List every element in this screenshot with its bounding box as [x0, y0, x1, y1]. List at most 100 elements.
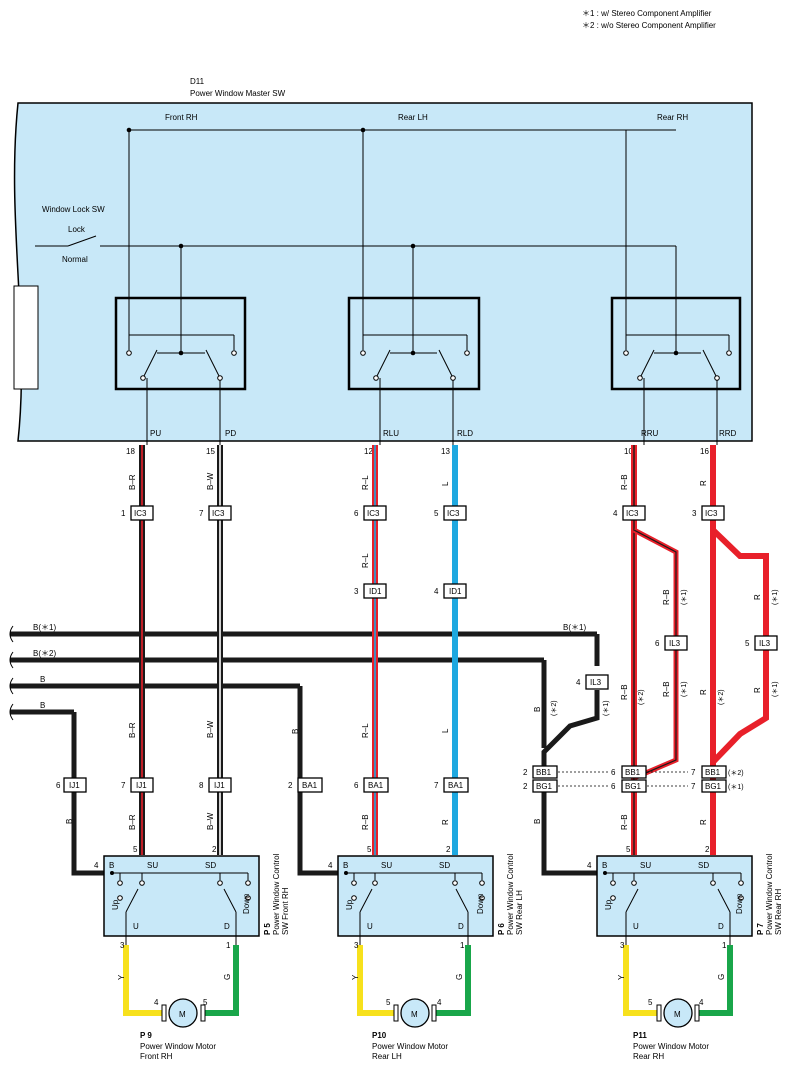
svg-text:4: 4 [154, 998, 159, 1007]
control-switch-contacts [117, 880, 744, 901]
ground-label-right: B(＊1) [563, 623, 586, 632]
svg-text:Rear LH: Rear LH [372, 1052, 402, 1061]
svg-text:B–R: B–R [128, 474, 137, 490]
svg-text:4: 4 [699, 998, 704, 1007]
ground-label-2: B(＊2) [33, 649, 56, 658]
svg-text:R: R [699, 480, 708, 486]
section-rear-lh: Rear LH [398, 113, 428, 122]
term-rru: RRU [641, 429, 659, 438]
lower-connectors [63, 765, 727, 793]
svg-text:(＊1): (＊1) [603, 700, 610, 716]
svg-text:Y: Y [117, 974, 126, 980]
ic3-connectors [130, 505, 725, 521]
svg-text:2: 2 [523, 782, 528, 791]
window-lock-label: Window Lock SW [42, 205, 105, 214]
svg-text:(＊2): (＊2) [718, 689, 725, 705]
svg-text:Up: Up [111, 899, 120, 910]
svg-text:R–L: R–L [361, 723, 370, 738]
svg-text:B: B [291, 729, 300, 734]
master-switch-panel [13, 102, 753, 442]
svg-text:B: B [602, 861, 607, 870]
pin-rlu: 12 [364, 447, 373, 456]
svg-text:SD: SD [698, 861, 709, 870]
il3-a-name: IL3 [590, 678, 602, 687]
svg-text:R–B: R–B [620, 684, 629, 700]
control-switch-wiring [112, 872, 742, 945]
ba1-c-pin: 7 [434, 781, 439, 790]
svg-text:4: 4 [437, 998, 442, 1007]
svg-text:Down: Down [476, 894, 485, 914]
svg-text:(＊2): (＊2) [638, 689, 645, 705]
svg-text:2: 2 [523, 768, 528, 777]
wire-color-labels: B–R B–W R–L L R–B R R–L L R–L B–R B–W B–… [65, 472, 779, 980]
svg-text:2: 2 [446, 845, 451, 854]
svg-text:R–B: R–B [662, 589, 671, 605]
svg-text:4: 4 [328, 861, 333, 870]
svg-text:D: D [458, 922, 464, 931]
bg1-left: BG1 [536, 782, 553, 791]
ba1-a-name: BA1 [302, 781, 318, 790]
il3-c-pin: 5 [745, 639, 750, 648]
svg-text:B: B [533, 707, 542, 712]
svg-text:Power Window Control: Power Window Control [765, 853, 774, 935]
svg-text:5: 5 [648, 998, 653, 1007]
svg-text:SW Front RH: SW Front RH [281, 887, 290, 935]
term-rld: RLD [457, 429, 473, 438]
svg-text:P11: P11 [633, 1031, 647, 1040]
il3-c-name: IL3 [759, 639, 771, 648]
svg-text:Power Window Motor: Power Window Motor [633, 1042, 709, 1051]
svg-text:6: 6 [611, 768, 616, 777]
svg-text:SW Rear LH: SW Rear LH [515, 890, 524, 935]
term-pd: PD [225, 429, 236, 438]
ic3-5-pin: 5 [434, 509, 439, 518]
motor-1: M 4 5 P 9 Power Window Motor Front RH [140, 998, 216, 1061]
relay-boxes [114, 296, 742, 391]
svg-text:B: B [533, 819, 542, 824]
svg-text:B–W: B–W [206, 812, 215, 830]
svg-text:SU: SU [381, 861, 392, 870]
ic3-4-pin: 4 [613, 509, 618, 518]
bg1-mid: BG1 [625, 782, 642, 791]
ground-label-3: B [40, 675, 45, 684]
ba1-c-name: BA1 [448, 781, 464, 790]
svg-text:R–B: R–B [361, 814, 370, 830]
svg-text:Power Window Control: Power Window Control [506, 853, 515, 935]
svg-text:P10: P10 [372, 1031, 387, 1040]
svg-text:4: 4 [94, 861, 99, 870]
svg-text:7: 7 [691, 782, 696, 791]
svg-text:R: R [753, 687, 762, 693]
svg-text:R: R [441, 819, 450, 825]
svg-text:L: L [441, 481, 450, 486]
ij1-c-pin: 8 [199, 781, 204, 790]
ic3-3-name: IC3 [705, 509, 718, 518]
ic3-7-pin: 7 [199, 509, 204, 518]
master-code: D11 [190, 77, 205, 86]
il3-a-pin: 4 [576, 678, 581, 687]
svg-text:Y: Y [351, 974, 360, 980]
pin-pu: 18 [126, 447, 135, 456]
ic3-6-pin: 6 [354, 509, 359, 518]
svg-text:5: 5 [386, 998, 391, 1007]
relay-switches [142, 349, 718, 445]
ic3-4-name: IC3 [626, 509, 639, 518]
svg-text:Y: Y [617, 974, 626, 980]
svg-text:B: B [109, 861, 114, 870]
id1-connectors [363, 583, 467, 599]
ij1-b-pin: 7 [121, 781, 126, 790]
svg-text:B–W: B–W [206, 720, 215, 738]
ground-label-1: B(＊1) [33, 623, 56, 632]
svg-text:7: 7 [691, 768, 696, 777]
master-name: Power Window Master SW [190, 89, 286, 98]
relay-contacts [126, 350, 732, 381]
svg-text:R–B: R–B [662, 681, 671, 697]
pin-rru: 10 [624, 447, 633, 456]
svg-text:Down: Down [735, 894, 744, 914]
pin-rld: 13 [441, 447, 450, 456]
svg-text:P 6: P 6 [497, 923, 506, 935]
section-front-rh: Front RH [165, 113, 198, 122]
svg-text:(＊1): (＊1) [772, 589, 779, 605]
svg-text:(＊1): (＊1) [772, 681, 779, 697]
svg-text:G: G [717, 974, 726, 980]
svg-text:(＊2): (＊2) [551, 700, 558, 716]
